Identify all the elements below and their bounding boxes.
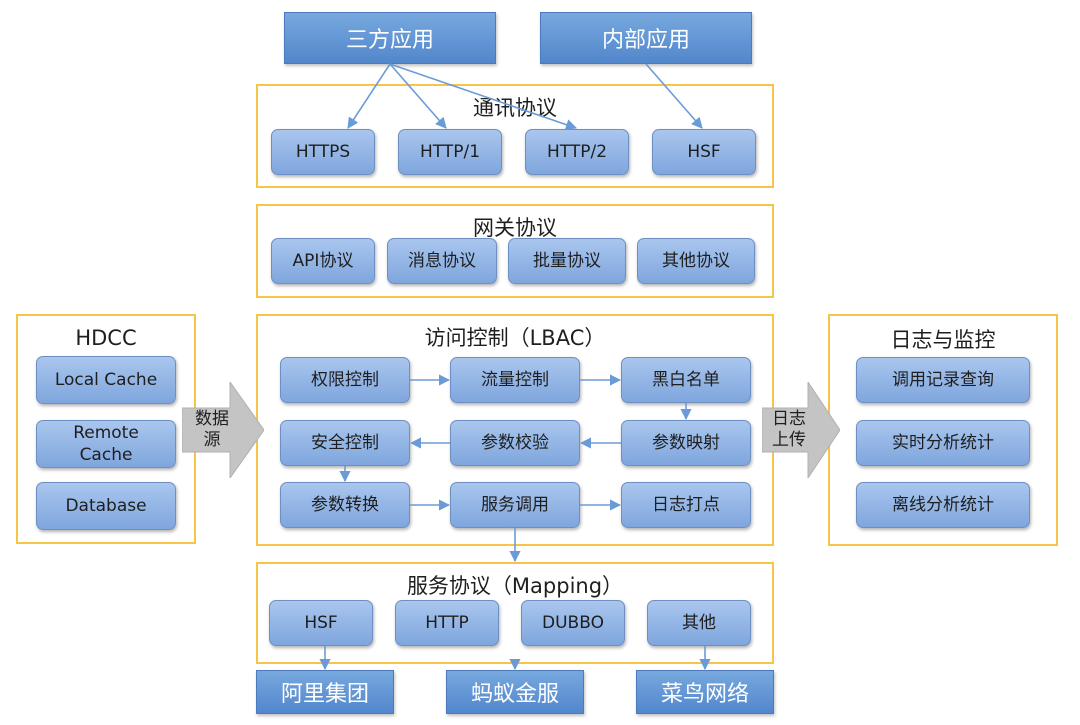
access-param-convert-box: 参数转换 — [280, 482, 410, 528]
service-hsf-box: HSF — [269, 600, 373, 646]
access-flow-label: 流量控制 — [481, 369, 549, 390]
service-hsf-label: HSF — [304, 612, 338, 633]
access-permission-box: 权限控制 — [280, 357, 410, 403]
connector-internal-to-hsf — [645, 63, 703, 129]
comm-http2-label: HTTP/2 — [546, 141, 608, 162]
access-flow-box: 流量控制 — [450, 357, 580, 403]
service-protocol-title: 服务协议（Mapping） — [406, 574, 624, 598]
data-source-arrow-line-1: 数据 — [195, 409, 229, 429]
target-alibaba-label: 阿里集团 — [280, 682, 369, 707]
connector-third-party-to-https — [347, 63, 391, 129]
access-param-convert-label: 参数转换 — [311, 494, 379, 515]
service-dubbo-box: DUBBO — [521, 600, 625, 646]
service-other-label: 其他 — [682, 612, 716, 633]
log-upload-arrow: 日志 上传 — [761, 380, 841, 480]
hdcc-title: HDCC — [75, 326, 137, 350]
service-http-label: HTTP — [425, 612, 469, 633]
target-ant-box: 蚂蚁金服 — [446, 670, 584, 714]
gateway-other-label: 其他协议 — [662, 250, 730, 271]
access-param-validate-label: 参数校验 — [481, 432, 549, 453]
hdcc-local-cache-box: Local Cache — [36, 356, 176, 404]
gateway-batch-label: 批量协议 — [533, 250, 601, 271]
log-upload-arrow-shape — [761, 380, 841, 480]
third-party-apps-box: 三方应用 — [284, 12, 496, 64]
access-permission-label: 权限控制 — [311, 369, 379, 390]
logs-offline-box: 离线分析统计 — [856, 482, 1030, 528]
access-param-mapping-box: 参数映射 — [621, 420, 751, 466]
access-blacklist-box: 黑白名单 — [621, 357, 751, 403]
hdcc-local-cache-label: Local Cache — [54, 369, 158, 390]
internal-apps-label: 内部应用 — [601, 28, 690, 53]
logs-realtime-box: 实时分析统计 — [856, 420, 1030, 466]
access-service-call-box: 服务调用 — [450, 482, 580, 528]
service-other-box: 其他 — [647, 600, 751, 646]
comm-https-label: HTTPS — [295, 141, 351, 162]
access-service-call-label: 服务调用 — [481, 494, 549, 515]
access-log-point-box: 日志打点 — [621, 482, 751, 528]
target-ant-label: 蚂蚁金服 — [470, 682, 559, 707]
access-param-mapping-label: 参数映射 — [652, 432, 720, 453]
access-blacklist-label: 黑白名单 — [652, 369, 720, 390]
gateway-message-box: 消息协议 — [387, 238, 497, 284]
logs-query-label: 调用记录查询 — [892, 369, 994, 390]
comm-http1-box: HTTP/1 — [398, 129, 502, 175]
logs-realtime-label: 实时分析统计 — [892, 432, 994, 453]
connector-third-party-to-http2 — [389, 63, 578, 131]
hdcc-remote-cache-label: Remote Cache — [73, 422, 139, 465]
data-source-arrow: 数据 源 — [181, 380, 265, 480]
internal-apps-box: 内部应用 — [540, 12, 752, 64]
data-source-arrow-shape — [181, 380, 265, 480]
connector-third-party-to-http1 — [389, 63, 447, 129]
log-upload-arrow-label: 日志 上传 — [766, 409, 812, 452]
gateway-message-label: 消息协议 — [408, 250, 476, 271]
logs-query-box: 调用记录查询 — [856, 357, 1030, 403]
gateway-protocol-title: 网关协议 — [473, 216, 557, 240]
third-party-apps-label: 三方应用 — [345, 28, 434, 53]
comm-hsf-box: HSF — [652, 129, 756, 175]
access-log-point-label: 日志打点 — [652, 494, 720, 515]
target-cainiao-label: 菜鸟网络 — [660, 682, 749, 707]
access-security-label: 安全控制 — [311, 432, 379, 453]
target-alibaba-box: 阿里集团 — [256, 670, 394, 714]
access-param-validate-box: 参数校验 — [450, 420, 580, 466]
comm-http1-label: HTTP/1 — [419, 141, 481, 162]
hdcc-database-label: Database — [65, 495, 147, 516]
log-upload-arrow-line-1: 日志 — [772, 409, 806, 429]
gateway-api-label: API协议 — [292, 250, 354, 271]
data-source-arrow-line-2: 源 — [203, 430, 221, 451]
service-http-box: HTTP — [395, 600, 499, 646]
logs-offline-label: 离线分析统计 — [892, 494, 994, 515]
log-upload-arrow-line-2: 上传 — [772, 430, 806, 451]
service-dubbo-label: DUBBO — [542, 612, 604, 633]
comm-hsf-label: HSF — [687, 141, 721, 162]
hdcc-remote-cache-box: Remote Cache — [36, 420, 176, 468]
target-cainiao-box: 菜鸟网络 — [636, 670, 774, 714]
comm-http2-box: HTTP/2 — [525, 129, 629, 175]
gateway-api-box: API协议 — [271, 238, 375, 284]
logs-monitor-title: 日志与监控 — [890, 328, 996, 352]
comm-https-box: HTTPS — [271, 129, 375, 175]
data-source-arrow-label: 数据 源 — [188, 409, 236, 452]
hdcc-database-box: Database — [36, 482, 176, 530]
access-security-box: 安全控制 — [280, 420, 410, 466]
gateway-batch-box: 批量协议 — [508, 238, 626, 284]
gateway-other-box: 其他协议 — [637, 238, 755, 284]
access-control-title: 访问控制（LBAC） — [424, 326, 606, 350]
